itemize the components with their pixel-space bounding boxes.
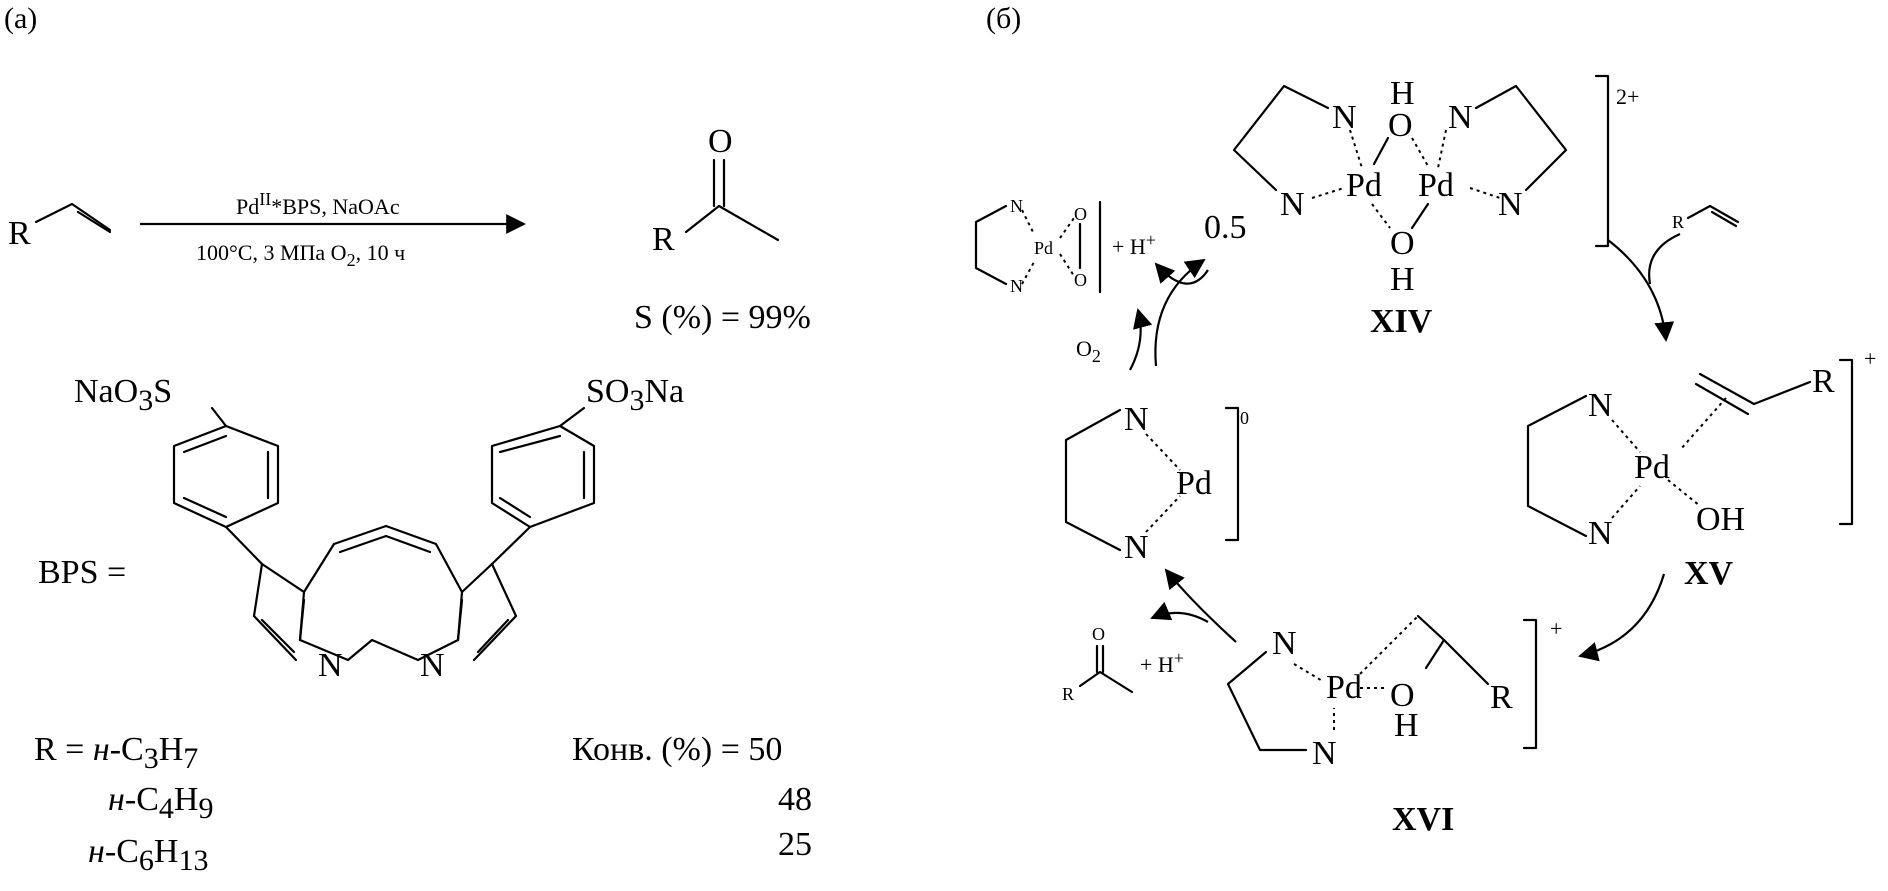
xv-n1: N [1588, 387, 1613, 424]
product-ketone: O R [652, 123, 780, 258]
dimer-n2: N [1280, 186, 1305, 223]
r-def-2: н-C4H9 [108, 781, 213, 825]
product-r: R [652, 221, 675, 258]
dimer-n1: N [1332, 99, 1357, 136]
catalyst-label: PdII*BPS, NaOAc [236, 189, 400, 219]
reaction-arrow: PdII*BPS, NaOAc 100°C, 3 МПа O2, 10 ч [140, 189, 526, 270]
peroxo-plus: + H+ [1112, 230, 1156, 259]
peroxo-complex: N N Pd O O + H+ [974, 196, 1156, 296]
complex-xv: R N N Pd OH + XV [1526, 346, 1876, 592]
pd0-charge: 0 [1240, 408, 1249, 428]
peroxo-o1: O [1074, 204, 1087, 224]
xv-n2: N [1588, 515, 1613, 552]
complex-xvi: N N Pd O H R + XVI [1226, 614, 1562, 838]
panel-b-label: (б) [986, 2, 1021, 35]
reactant-alkene: R [8, 202, 112, 252]
product-o: O [708, 123, 733, 160]
peroxo-n1: N [1010, 196, 1023, 216]
ketone-o: O [1092, 624, 1105, 644]
pd0-complex: N N Pd 0 [1064, 401, 1249, 566]
dimer-xiv: 0.5 N N H O N Pd Pd N O H 2+ XIV [1204, 74, 1639, 340]
peroxo-o2: O [1074, 270, 1087, 290]
pd0-n2: N [1124, 529, 1149, 566]
dimer-h-top: H [1390, 75, 1415, 112]
dimer-name: XIV [1370, 303, 1433, 340]
dimer-n4: N [1498, 186, 1523, 223]
arrow-o2-mid [1129, 308, 1153, 371]
selectivity: S (%) = 99% [634, 299, 811, 336]
conversion-header: Конв. (%) = 50 [572, 731, 782, 768]
r-def-1: R = н-C3H7 [34, 731, 198, 775]
xvi-r: R [1490, 679, 1513, 716]
xvi-name: XVI [1392, 801, 1454, 838]
so3na-right: SO3Na [586, 373, 684, 417]
conversion-3: 25 [778, 826, 812, 863]
peroxo-pd: Pd [1034, 238, 1053, 258]
xvi-h: H [1394, 707, 1419, 744]
xvi-n1: N [1272, 625, 1297, 662]
reactant-r: R [8, 215, 31, 252]
conversion-2: 48 [778, 781, 812, 818]
peroxo-n2: N [1010, 276, 1023, 296]
arrow-alkene-in [1648, 232, 1681, 285]
dimer-h-bottom: H [1390, 261, 1415, 298]
dimer-o-bottom: O [1390, 225, 1415, 262]
xv-r: R [1812, 363, 1835, 400]
arrow-xv-to-xvi [1578, 573, 1666, 662]
xvi-pd: Pd [1326, 669, 1362, 706]
dimer-charge: 2+ [1616, 84, 1639, 109]
arrow-o2-up [1154, 258, 1206, 367]
dimer-o-top: O [1388, 107, 1413, 144]
conditions-label: 100°C, 3 МПа O2, 10 ч [196, 240, 405, 270]
xv-charge: + [1864, 346, 1876, 371]
alkene-in: R [1672, 204, 1740, 232]
bps-n-left: N [318, 647, 343, 684]
xv-name: XV [1684, 555, 1734, 592]
alkene-r: R [1672, 212, 1684, 232]
ketone-plus: + H+ [1140, 648, 1184, 677]
xv-oh: OH [1696, 501, 1745, 538]
xvi-o: O [1390, 677, 1415, 714]
dimer-coeff: 0.5 [1204, 209, 1247, 246]
bps-n-right: N [420, 647, 445, 684]
r-definitions: R = н-C3H7 н-C4H9 н-C6H13 Конв. (%) = 50… [34, 731, 812, 877]
bps-label: BPS = [38, 554, 126, 591]
pd0-pd: Pd [1176, 465, 1212, 502]
dimer-pd-right: Pd [1418, 167, 1454, 204]
xvi-n2: N [1312, 735, 1337, 772]
arrow-xvi-to-pd0 [1164, 568, 1237, 643]
r-def-3: н-C6H13 [88, 833, 208, 877]
dimer-n3: N [1448, 99, 1473, 136]
o2-label: O2 [1076, 336, 1101, 366]
arrow-to-peroxo [1154, 262, 1209, 285]
xvi-charge: + [1550, 616, 1562, 641]
arrow-xiv-to-xv [1607, 239, 1675, 342]
dimer-pd-left: Pd [1346, 167, 1382, 204]
pd0-n1: N [1124, 401, 1149, 438]
so3na-left: NaO3S [74, 373, 172, 417]
arrow-ketone-out [1150, 601, 1209, 623]
ketone-r: R [1062, 684, 1074, 704]
bps-structure: NaO3S SO3Na N N [74, 373, 684, 684]
ketone-out: O R + H+ [1062, 624, 1184, 704]
xv-pd: Pd [1634, 449, 1670, 486]
panel-a-label: (а) [4, 2, 37, 35]
